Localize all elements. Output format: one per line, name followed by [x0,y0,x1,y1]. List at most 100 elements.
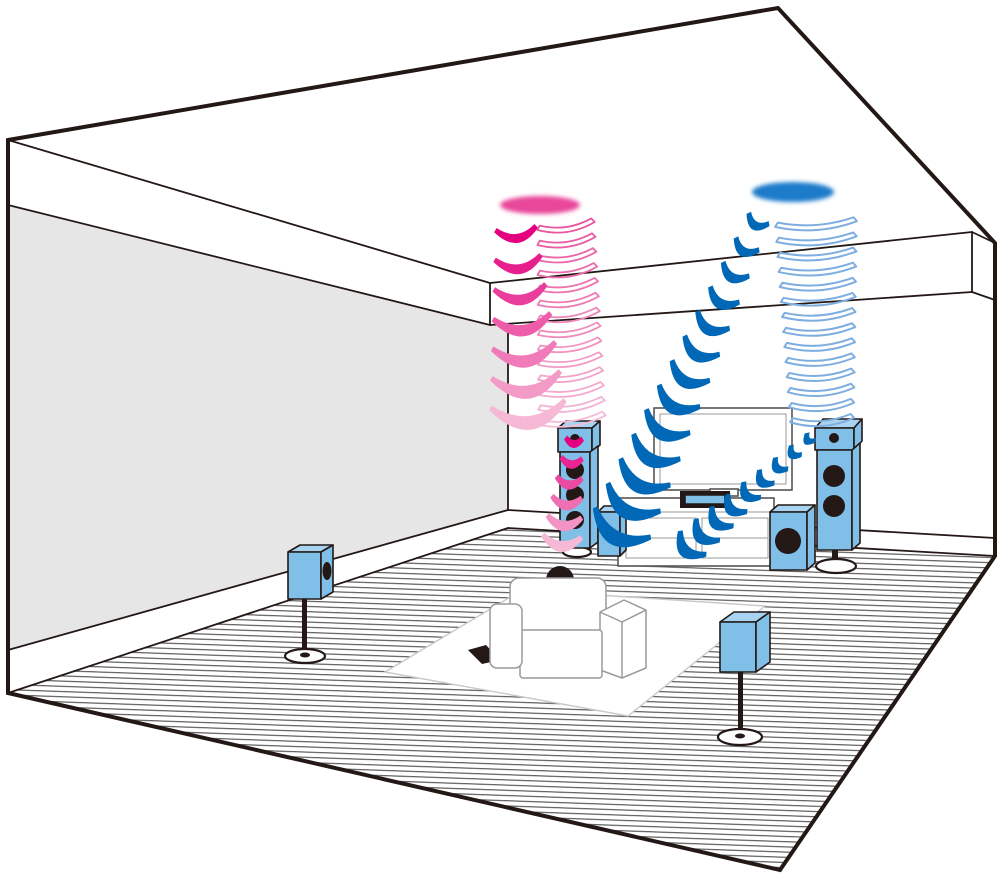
left-height-reflected-arcs [536,217,607,428]
right-tower-wave [771,456,789,474]
right-tower-wave [740,481,762,503]
right-height-wave [682,334,721,363]
right-tower-wave [755,469,775,488]
right-height-wave [592,506,652,548]
surround-right-pole [738,671,743,733]
soffit-left-bottom-edge [7,204,491,326]
right-height-wave [656,383,701,416]
ceiling-left-edge [7,139,491,284]
right-height-wave [644,408,691,442]
soffit-back-bottom-edge [489,291,973,326]
right-height-arc [789,412,855,428]
right-tower-wave [676,530,707,560]
left-wall [8,205,508,650]
surround-left-speaker [283,544,334,665]
right-height-arc [785,367,856,382]
right-height-arc [777,261,858,277]
right-height-arc [779,291,857,307]
tv-screen [659,413,787,485]
right-height-wave [733,236,760,257]
right-height-arc [778,276,857,292]
surround-right-speaker [716,611,771,747]
right-height-diagonal-waves [592,211,770,548]
right-height-arc [776,246,858,262]
front-left-tower-side [589,445,599,549]
right-height-wave [618,457,671,495]
right-tower-wave [803,432,816,445]
subwoofer-side [806,504,816,571]
front-right-tower-speaker [814,418,863,575]
right-tower-wave [692,518,721,545]
left-height-wave [494,224,538,243]
left-tower-wave [554,474,584,490]
left-height-arc [537,381,605,398]
armchair [489,566,647,679]
left-height-arc [536,276,599,294]
front-left-height-module-side [591,420,601,453]
left-height-arc [536,291,600,309]
right-height-wave [720,260,750,284]
right-height-wave [669,359,711,389]
left-height-arc [537,351,604,368]
right-height-arc [782,322,857,337]
surround-right-side [755,611,771,673]
left-height-wave [492,282,548,306]
left-tower-upward-waves [541,435,584,552]
right-height-arc [783,337,857,352]
soffit-right-bottom-edge [971,291,996,301]
left-height-wave [493,253,543,275]
right-height-arc [774,216,858,232]
right-height-arc [775,231,858,247]
center-speaker-front [684,494,726,505]
right-tower-wave [787,444,803,460]
left-height-wave [491,311,553,337]
right-height-wave [695,309,731,337]
right-height-wave [708,285,740,310]
left-tower-wave [541,532,583,552]
left-height-wave [490,340,558,368]
armchair-left-arm [489,603,523,669]
left-height-wave [489,398,567,431]
sound-waves [489,182,858,560]
armchair-back [509,577,607,633]
room-outline [6,5,997,873]
left-height-arc [536,232,597,249]
ceiling-reflection-left [500,196,580,214]
front-right-height-driver-icon [829,433,839,443]
right-height-wave [605,481,661,521]
left-height-arc [536,247,598,264]
right-height-arc [787,397,856,413]
left-tower-wave [559,454,584,469]
right-height-arc [786,382,856,398]
left-height-arc [536,262,599,279]
right-tower-wave [708,505,734,531]
left-tower-wave [564,435,584,448]
right-height-arc [781,307,857,322]
left-baseboard-top [7,509,509,651]
surround-left-base-center [300,652,310,658]
ceiling-reflection-right [752,182,834,202]
right-tower-wave [724,493,748,517]
front-right-woofer-icon-1 [823,465,845,487]
front-left-height-module [557,427,593,453]
left-height-wave [490,369,562,399]
left-height-arc [537,410,607,428]
left-height-downward-waves [489,224,567,431]
right-height-wave [746,211,770,231]
right-height-wave [631,432,681,469]
tv-screen-frame [653,407,793,491]
left-height-arc [536,321,602,339]
front-right-tower-stem [832,550,838,564]
left-floor-edge [7,527,509,694]
surround-left-pole [302,598,307,653]
surround-left-front [287,551,322,600]
surround-right-base-center [735,733,745,739]
right-tower-upward-waves [676,432,816,560]
ceiling-back-edge [489,231,973,284]
right-height-reflected-arcs [774,216,858,428]
subwoofer-driver-icon [775,528,801,554]
subwoofer [769,504,816,571]
surround-right-front [719,621,757,673]
front-right-tower-base [814,557,858,575]
